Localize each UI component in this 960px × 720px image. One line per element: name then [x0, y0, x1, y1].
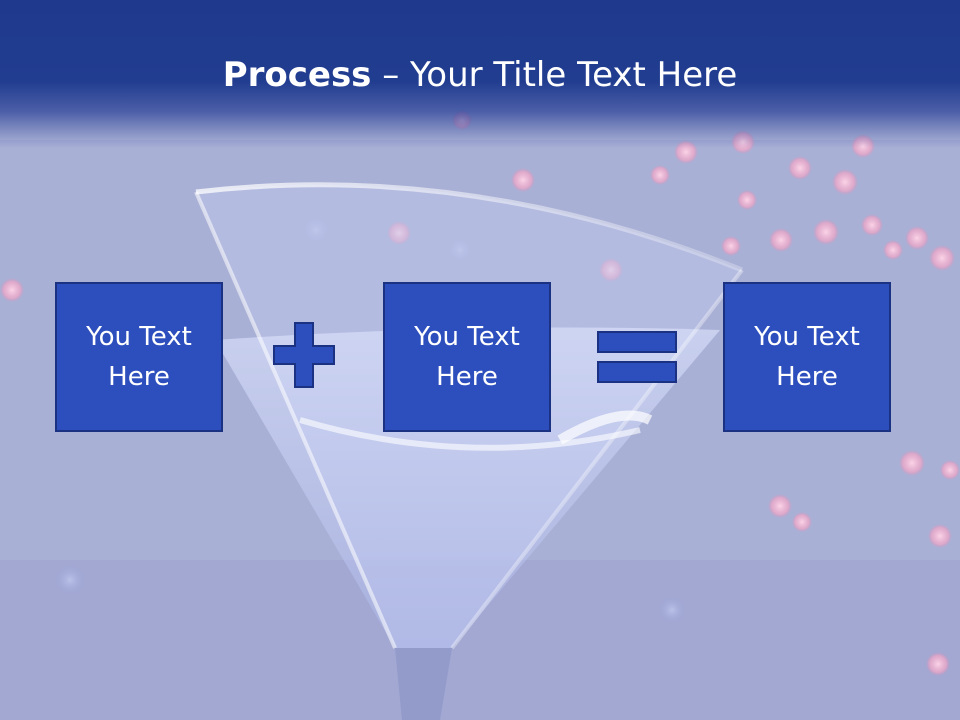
process-box-1[interactable]: You Text Here — [55, 282, 223, 432]
process-box-1-line2: Here — [108, 362, 170, 392]
process-box-3-line1: You Text — [754, 322, 860, 352]
process-box-2-line2: Here — [436, 362, 498, 392]
title-bar — [0, 0, 960, 148]
process-box-2-line1: You Text — [414, 322, 520, 352]
process-box-1-text: You Text Here — [64, 317, 214, 397]
process-box-3[interactable]: You Text Here — [723, 282, 891, 432]
title-rest-text: – Your Title Text Here — [371, 55, 738, 95]
process-box-2-text: You Text Here — [392, 317, 542, 397]
process-box-2[interactable]: You Text Here — [383, 282, 551, 432]
equals-icon — [597, 331, 677, 383]
bokeh-lights — [0, 110, 960, 676]
plus-icon — [273, 322, 335, 388]
title-bold-text: Process — [222, 55, 372, 95]
process-box-3-text: You Text Here — [732, 317, 882, 397]
process-box-1-line1: You Text — [86, 322, 192, 352]
slide-title: Process – Your Title Text Here — [0, 52, 960, 98]
process-box-3-line2: Here — [776, 362, 838, 392]
